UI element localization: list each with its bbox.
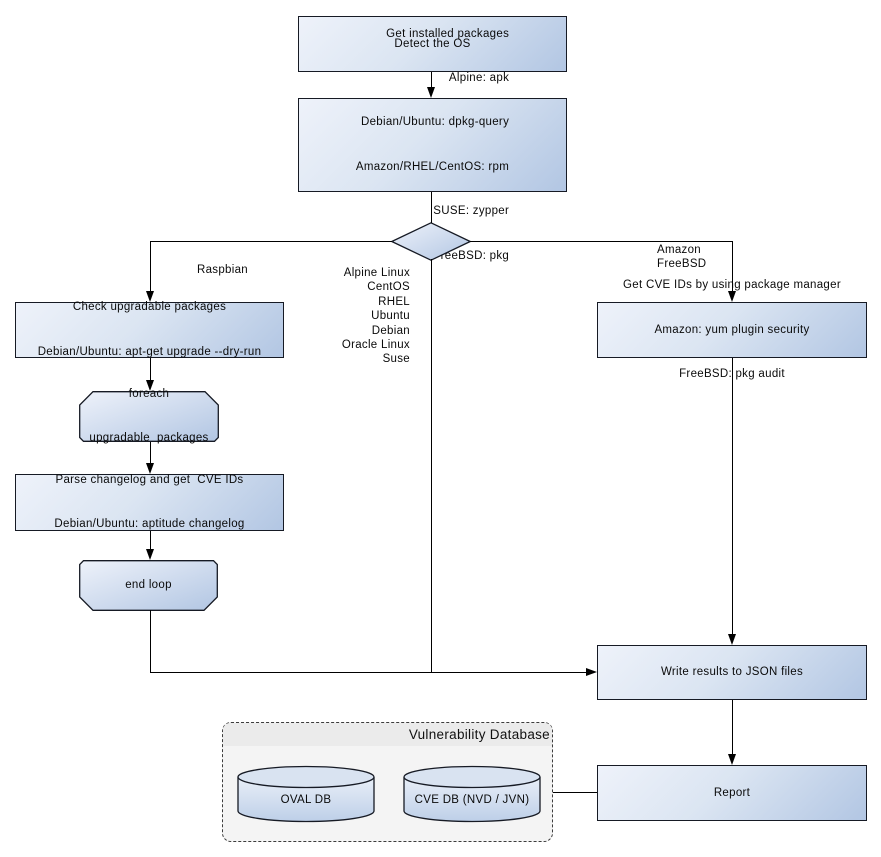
arrowhead-into-write-results <box>586 668 597 676</box>
edge-label-amazon-freebsd: Amazon FreeBSD <box>657 244 707 271</box>
node-get-cve-ids: Get CVE IDs by using package manager Ama… <box>597 279 867 380</box>
edge-diamond-middle-down <box>431 259 433 672</box>
edge-diamond-right <box>470 241 732 243</box>
arrowhead-into-get-cve <box>727 291 736 302</box>
node-report-label: Report <box>713 786 751 799</box>
arrowhead-into-packages <box>427 87 435 98</box>
node-check-upgradable-label: Check upgradable packages Debian/Ubuntu:… <box>37 301 262 358</box>
node-write-results-label: Write results to JSON files <box>660 666 804 679</box>
edge-diamond-left <box>150 241 392 243</box>
database-cylinder-icon <box>403 765 541 823</box>
arrowhead-into-endloop <box>145 549 154 560</box>
node-get-installed-packages-label: Get installed packages Alpine: apk Debia… <box>355 27 510 262</box>
loop-start-shape <box>79 391 219 442</box>
cylinder-oval-db-label: OVAL DB <box>280 794 332 807</box>
node-end-loop-label: end loop <box>125 579 172 592</box>
node-parse-changelog-label: Parse changelog and get CVE IDs Debian/U… <box>54 473 245 531</box>
edge-right-down <box>732 241 734 292</box>
node-get-cve-ids-label: Get CVE IDs by using package manager Ama… <box>623 279 841 380</box>
node-report: Report <box>597 765 867 821</box>
vulnerability-database-title: Vulnerability Database <box>223 723 552 746</box>
arrowhead-into-parse <box>145 463 154 474</box>
node-end-loop: end loop <box>79 560 218 611</box>
edge-detect-to-packages <box>431 72 433 89</box>
cylinder-cve-db: CVE DB (NVD / JVN) <box>403 765 541 823</box>
node-get-installed-packages: Get installed packages Alpine: apk Debia… <box>298 28 567 262</box>
node-detect-os: Detect the OS <box>298 16 567 72</box>
edge-check-to-foreach <box>150 358 152 381</box>
edge-write-results-to-report <box>732 700 734 755</box>
cylinder-cve-db-label: CVE DB (NVD / JVN) <box>414 794 530 807</box>
arrowhead-into-foreach <box>145 380 154 391</box>
edge-label-raspbian: Raspbian <box>197 264 248 276</box>
edge-merge-to-write-results <box>150 672 587 674</box>
arrowhead-into-report <box>727 754 736 765</box>
node-check-upgradable: Check upgradable packages Debian/Ubuntu:… <box>15 301 284 358</box>
node-os-decision-diamond <box>391 222 471 261</box>
edge-foreach-to-parse <box>150 442 152 464</box>
edge-getcve-to-write-results <box>732 358 734 635</box>
edge-left-down <box>150 241 152 292</box>
arrowhead-into-check-upgradable <box>145 291 154 302</box>
edge-packages-to-diamond <box>431 192 433 223</box>
edge-endloop-down <box>150 610 152 673</box>
node-write-results: Write results to JSON files <box>597 645 867 700</box>
edge-label-os-list: Alpine Linux CentOS RHEL Ubuntu Debian O… <box>341 267 410 366</box>
edge-parse-to-endloop <box>150 531 152 550</box>
node-detect-os-label: Detect the OS <box>394 37 471 50</box>
arrowhead-into-write-results-top <box>727 634 736 645</box>
node-parse-changelog: Parse changelog and get CVE IDs Debian/U… <box>15 474 284 531</box>
node-foreach-loop: foreach upgradable packages <box>79 387 219 445</box>
loop-end-shape <box>79 560 218 611</box>
node-foreach-loop-label: foreach upgradable packages <box>89 387 209 445</box>
database-cylinder-icon <box>237 765 375 823</box>
edge-database-to-report <box>553 792 597 794</box>
diamond-shape <box>391 222 471 261</box>
cylinder-oval-db: OVAL DB <box>237 765 375 823</box>
